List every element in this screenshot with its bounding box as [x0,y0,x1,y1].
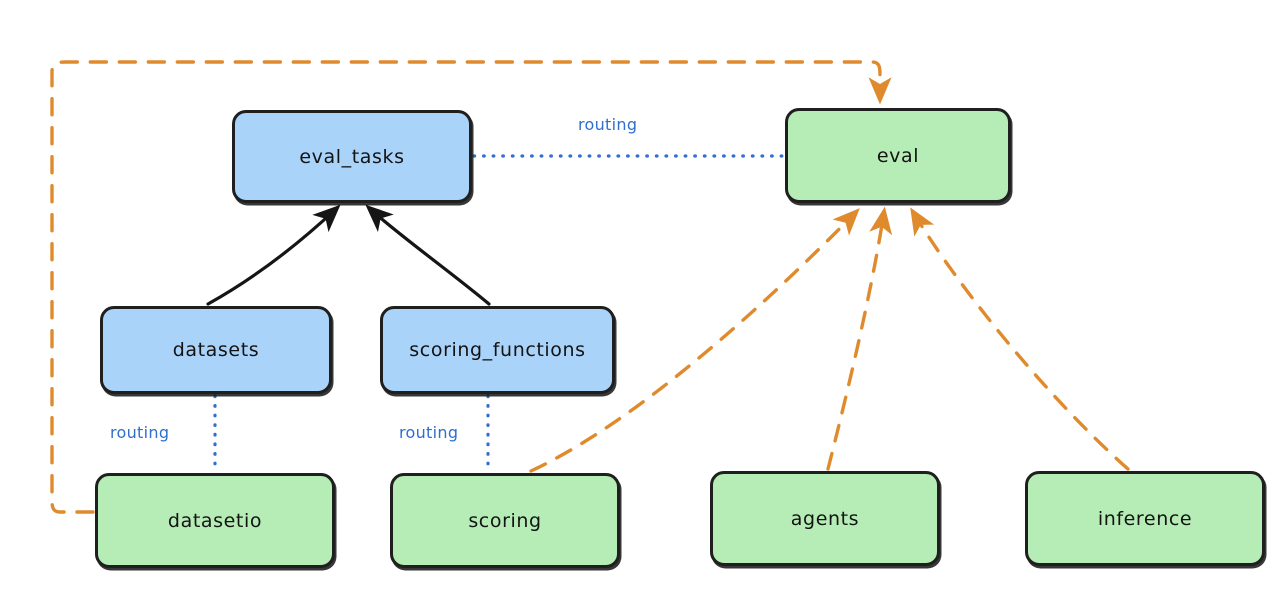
edge-label-routing-scoring: routing [399,423,459,442]
edge-datasets-to-eval-tasks [206,204,341,306]
edge-scoring-functions-to-eval-tasks [365,204,491,306]
node-datasetio[interactable]: datasetio [95,473,335,568]
edge-scoring-to-eval [529,208,860,473]
node-scoring-functions[interactable]: scoring_functions [380,306,615,394]
edge-agents-to-eval [826,206,893,471]
node-inference[interactable]: inference [1025,471,1265,566]
node-label-datasets: datasets [172,339,260,361]
node-eval-tasks[interactable]: eval_tasks [232,110,472,203]
node-agents[interactable]: agents [710,471,940,566]
edge-datasetio-to-eval [50,60,892,514]
node-label-eval: eval [876,144,920,167]
node-scoring[interactable]: scoring [390,473,620,568]
edge-label-routing-datasetio: routing [110,423,170,442]
node-label-inference: inference [1097,507,1193,530]
edge-inference-to-eval [910,207,1130,471]
node-label-datasetio: datasetio [167,509,263,532]
node-label-scoring: scoring [468,509,542,532]
node-label-eval-tasks: eval_tasks [299,145,405,168]
node-eval[interactable]: eval [785,108,1011,203]
node-label-scoring-functions: scoring_functions [409,339,586,361]
node-datasets[interactable]: datasets [100,306,332,394]
edge-label-routing-eval: routing [578,115,638,134]
node-label-agents: agents [790,507,860,530]
